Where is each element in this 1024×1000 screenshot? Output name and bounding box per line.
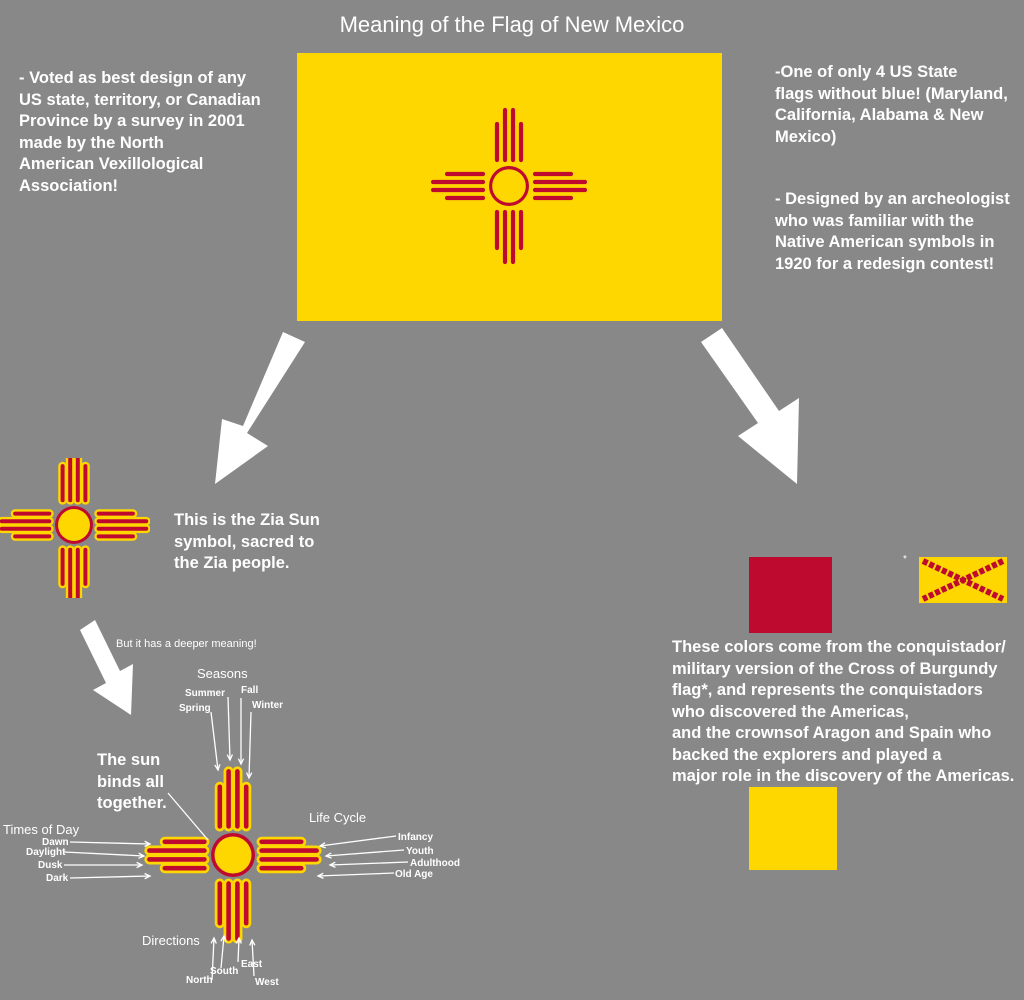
meaning-arrow <box>245 711 253 780</box>
no-blue-note-line: -One of only 4 US State <box>775 63 958 81</box>
zia-sun-symbol <box>0 458 150 598</box>
designer-note: - Designed by an archeologist who was fa… <box>775 189 1010 275</box>
burgundy-saltire <box>921 558 1005 602</box>
meaning-arrow <box>235 936 242 963</box>
life-old-age: Old Age <box>395 869 433 880</box>
directions-title: Directions <box>142 933 200 948</box>
direction-west: West <box>255 977 279 988</box>
meaning-arrow <box>226 696 234 762</box>
no-blue-note-line: Mexico) <box>775 127 837 146</box>
survey-note-line: Association! <box>19 176 119 195</box>
yellow-color-swatch <box>749 787 837 870</box>
colors-note-line: and the crownsof Aragon and Spain who <box>672 724 992 742</box>
meaning-arrow <box>324 849 405 859</box>
meaning-arrow <box>316 872 395 879</box>
meaning-arrow <box>328 861 409 868</box>
meaning-arrow <box>220 934 227 969</box>
deeper-meaning-note: But it has a deeper meaning! <box>116 638 257 650</box>
zia-sun-center <box>214 836 252 874</box>
big-arrow-left <box>215 332 305 484</box>
survey-note-line: American Vexillological <box>19 155 204 173</box>
time-dusk: Dusk <box>38 860 63 871</box>
no-blue-note: -One of only 4 US State flags without bl… <box>775 62 1008 148</box>
survey-note-line: US state, territory, or Canadian <box>19 90 261 109</box>
page-title: Meaning of the Flag of New Mexico <box>339 12 685 37</box>
meaning-arrow <box>237 698 245 766</box>
no-blue-note-line: flags without blue! (Maryland, <box>775 84 1008 103</box>
flag-zia-symbol <box>430 107 588 265</box>
sun-binds-note: The sun binds all together. <box>97 750 167 815</box>
zia-note-line: symbol, sacred to <box>174 532 315 551</box>
colors-note-line: military version of the Cross of Burgund… <box>672 659 998 678</box>
survey-note-line: Province by a survey in 2001 <box>19 112 245 130</box>
time-daylight: Daylight <box>26 847 66 858</box>
time-dawn: Dawn <box>42 837 69 848</box>
zia-note-line: This is the Zia Sun <box>174 511 320 529</box>
meaning-arrow <box>210 711 221 772</box>
direction-south: South <box>210 966 239 977</box>
sun-binds-line: The sun <box>97 751 161 769</box>
designer-note-line: Native American symbols in <box>775 233 995 251</box>
big-arrow-right <box>701 328 799 484</box>
season-spring: Spring <box>179 703 211 714</box>
meaning-arrow <box>63 851 146 859</box>
binds-pointer-line <box>167 792 209 841</box>
life-youth: Youth <box>406 846 434 857</box>
sun-binds-line: together. <box>97 794 167 812</box>
life-adulthood: Adulthood <box>410 858 460 869</box>
zia-sun-center <box>58 509 90 541</box>
zia-sun-center <box>492 169 526 203</box>
meaning-arrow <box>69 840 152 848</box>
meaning-arrow <box>210 936 217 981</box>
designer-note-line: who was familiar with the <box>775 211 974 230</box>
cross-of-burgundy-flag <box>919 557 1007 603</box>
asterisk-mark: * <box>903 554 907 565</box>
zia-note: This is the Zia Sun symbol, sacred to th… <box>174 510 320 575</box>
direction-east: East <box>241 959 263 970</box>
colors-note-line: major role in the discovery of the Ameri… <box>672 767 1015 785</box>
meaning-diagram <box>63 696 409 981</box>
survey-note: - Voted as best design of any US state, … <box>19 68 261 197</box>
small-arrow-zia <box>80 620 133 715</box>
life-cycle-title: Life Cycle <box>309 810 367 825</box>
designer-note-line: - Designed by an archeologist <box>775 190 1010 208</box>
meaning-arrow <box>69 872 152 880</box>
colors-note-line: These colors come from the conquistador/ <box>672 638 1006 656</box>
red-color-swatch <box>749 557 832 633</box>
survey-note-line: made by the North <box>19 133 164 152</box>
time-dark: Dark <box>46 873 69 884</box>
seasons-title: Seasons <box>197 666 248 681</box>
designer-note-line: 1920 for a redesign contest! <box>775 254 995 273</box>
survey-note-line: - Voted as best design of any <box>19 69 247 87</box>
meaning-arrow <box>318 835 397 849</box>
season-summer: Summer <box>185 688 226 699</box>
colors-note-line: who discovered the Americas, <box>672 702 909 721</box>
colors-note: These colors come from the conquistador/… <box>672 637 1014 788</box>
sun-binds-line: binds all <box>97 772 164 791</box>
new-mexico-flag <box>297 53 722 321</box>
meaning-arrow <box>249 938 256 977</box>
meaning-arrow <box>64 861 144 869</box>
life-infancy: Infancy <box>398 832 434 843</box>
times-of-day-title: Times of Day <box>3 822 80 837</box>
season-fall: Fall <box>241 685 259 696</box>
colors-note-line: backed the explorers and played a <box>672 745 942 764</box>
direction-north: North <box>186 975 213 986</box>
season-winter: Winter <box>252 700 284 711</box>
zia-note-line: the Zia people. <box>174 554 290 572</box>
colors-note-line: flag*, and represents the conquistadors <box>672 681 983 699</box>
no-blue-note-line: California, Alabama & New <box>775 106 984 124</box>
